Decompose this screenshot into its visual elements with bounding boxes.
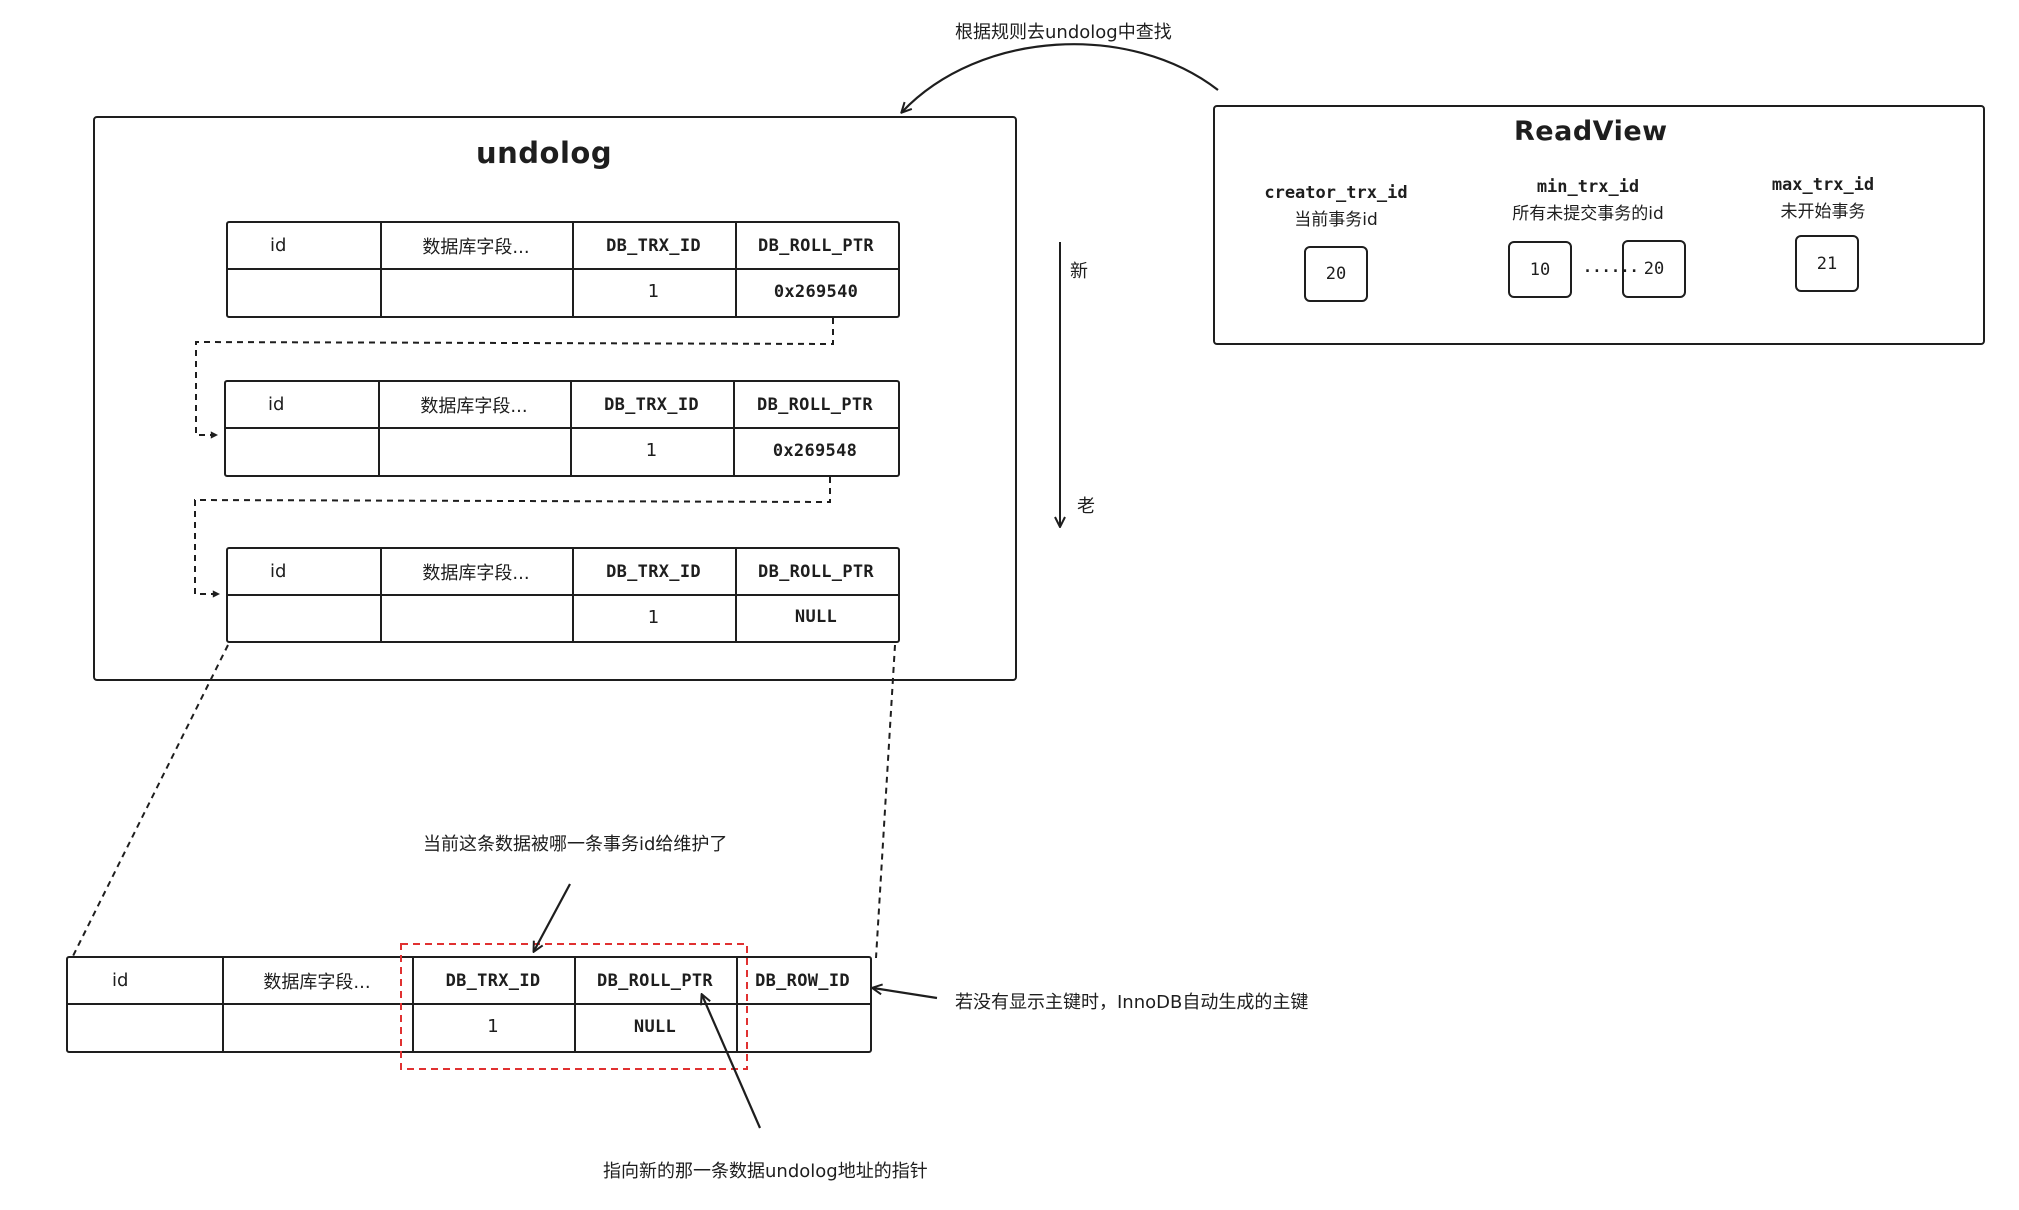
header-roll-ptr: DB_ROLL_PTR bbox=[758, 561, 874, 582]
min-high-box: 20 bbox=[1622, 240, 1686, 298]
max-desc: 未开始事务 bbox=[1780, 202, 1866, 222]
current-record: id 数据库字段... DB_TRX_ID DB_ROLL_PTR DB_ROW… bbox=[66, 956, 872, 1053]
cell-roll-ptr: NULL bbox=[633, 1016, 677, 1037]
header-roll-ptr: DB_ROLL_PTR bbox=[597, 970, 713, 991]
header-fields: 数据库字段... bbox=[422, 562, 530, 584]
min-low-box: 10 bbox=[1508, 241, 1572, 298]
undolog-frame bbox=[93, 116, 1017, 681]
readview-frame bbox=[1213, 105, 1985, 345]
header-id: id bbox=[270, 235, 287, 256]
min-name: min_trx_id bbox=[1536, 177, 1640, 197]
undolog-record-3: id 数据库字段... DB_TRX_ID DB_ROLL_PTR 1 NULL bbox=[226, 547, 900, 643]
cell-trx-id: 1 bbox=[645, 440, 658, 461]
readview-max: max_trx_id 未开始事务 bbox=[1738, 175, 1908, 222]
cell-trx-id: 1 bbox=[647, 281, 660, 302]
roll-ptr-note: 指向新的那一条数据undolog地址的指针 bbox=[603, 1161, 928, 1182]
header-fields: 数据库字段... bbox=[263, 971, 371, 993]
trx-id-note-arrow bbox=[534, 883, 571, 951]
row-id-note: 若没有显示主键时，InnoDB自动生成的主键 bbox=[955, 992, 1309, 1013]
roll-ptr-link-1 bbox=[195, 318, 834, 439]
order-old-label: 老 bbox=[1077, 496, 1095, 517]
undolog-record-1: id 数据库字段... DB_TRX_ID DB_ROLL_PTR 1 0x26… bbox=[226, 221, 900, 318]
header-id: id bbox=[112, 970, 129, 991]
header-fields: 数据库字段... bbox=[420, 395, 528, 417]
undolog-record-2: id 数据库字段... DB_TRX_ID DB_ROLL_PTR 1 0x26… bbox=[224, 380, 900, 477]
cell-roll-ptr: 0x269548 bbox=[772, 440, 858, 461]
min-ellipsis: ...... bbox=[1583, 258, 1639, 276]
header-id: id bbox=[270, 561, 287, 582]
header-trx-id: DB_TRX_ID bbox=[604, 394, 699, 415]
header-id: id bbox=[268, 394, 285, 415]
undolog-title: undolog bbox=[476, 136, 613, 170]
zoom-line-left bbox=[71, 644, 229, 959]
readview-min: min_trx_id 所有未提交事务的id bbox=[1498, 177, 1678, 224]
cell-trx-id: 1 bbox=[647, 606, 660, 628]
rule-lookup-arrow bbox=[902, 43, 1219, 112]
cell-roll-ptr: 0x269540 bbox=[773, 281, 859, 302]
header-roll-ptr: DB_ROLL_PTR bbox=[757, 394, 873, 415]
header-roll-ptr: DB_ROLL_PTR bbox=[758, 235, 874, 256]
row-id-note-arrow bbox=[873, 988, 938, 1000]
cell-roll-ptr: NULL bbox=[794, 607, 838, 627]
max-value-box: 21 bbox=[1795, 235, 1859, 292]
max-name: max_trx_id bbox=[1771, 175, 1875, 195]
order-new-label: 新 bbox=[1070, 261, 1088, 282]
readview-creator: creator_trx_id 当前事务id bbox=[1248, 183, 1424, 230]
header-fields: 数据库字段... bbox=[422, 236, 530, 258]
header-trx-id: DB_TRX_ID bbox=[606, 561, 701, 582]
trx-id-note: 当前这条数据被哪一条事务id给维护了 bbox=[423, 834, 728, 855]
creator-value-box: 20 bbox=[1304, 246, 1368, 302]
header-trx-id: DB_TRX_ID bbox=[606, 235, 701, 256]
creator-desc: 当前事务id bbox=[1294, 210, 1378, 230]
creator-name: creator_trx_id bbox=[1264, 183, 1408, 203]
top-note: 根据规则去undolog中查找 bbox=[955, 22, 1172, 43]
zoom-line-right bbox=[875, 644, 896, 959]
highlight-box bbox=[400, 943, 748, 1070]
roll-ptr-note-arrow bbox=[702, 995, 762, 1129]
header-trx-id: DB_TRX_ID bbox=[445, 970, 541, 991]
header-row-id: DB_ROW_ID bbox=[755, 970, 850, 991]
cell-trx-id: 1 bbox=[487, 1016, 499, 1037]
roll-ptr-link-2 bbox=[194, 477, 831, 598]
readview-title: ReadView bbox=[1514, 116, 1668, 147]
min-desc: 所有未提交事务的id bbox=[1512, 204, 1664, 224]
